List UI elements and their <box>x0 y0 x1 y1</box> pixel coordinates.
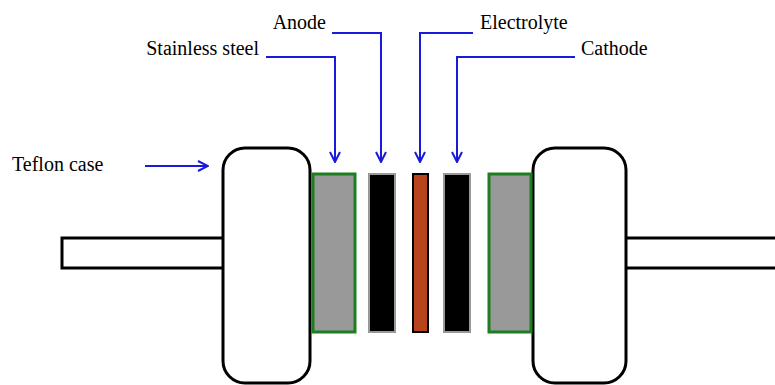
cathode-layer <box>444 174 470 332</box>
teflon-block <box>223 148 310 383</box>
steel-plate <box>313 174 355 332</box>
part-label: Cathode <box>581 37 648 59</box>
part-label: Teflon case <box>12 153 103 175</box>
leader-line <box>457 57 575 162</box>
leader-line <box>332 33 381 162</box>
electrolyte-layer <box>413 174 428 332</box>
leader-line <box>420 33 473 162</box>
part-label: Stainless steel <box>146 37 259 59</box>
teflon-block <box>533 148 626 383</box>
part-label: Anode <box>273 11 326 33</box>
left-rod <box>62 238 224 268</box>
leader-line <box>266 57 335 162</box>
part-label: Electrolyte <box>480 11 568 33</box>
leader-line <box>145 165 208 167</box>
right-rod <box>625 238 775 268</box>
steel-plate <box>489 174 531 332</box>
anode-layer <box>369 174 395 332</box>
